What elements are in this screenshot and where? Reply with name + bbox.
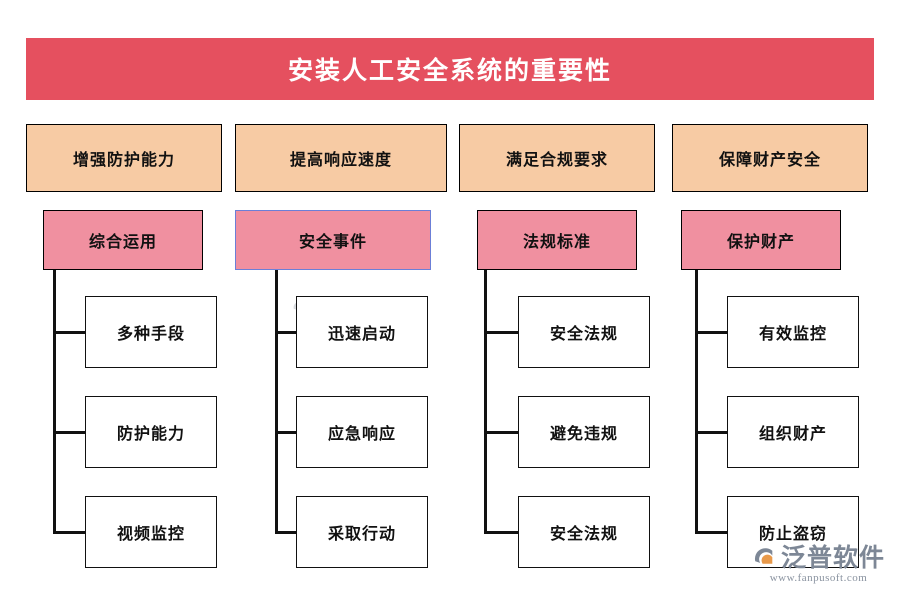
leaf-label: 避免违规 (549, 426, 618, 443)
leaf-label: 采取行动 (327, 526, 396, 543)
connector-stub (695, 431, 727, 434)
benefit-box[interactable]: 提高响应速度 (235, 124, 447, 192)
connector-stub (695, 331, 727, 334)
benefit-label: 保障财产安全 (718, 152, 821, 169)
leaf-box[interactable]: 避免违规 (518, 396, 650, 468)
leaf-label: 有效监控 (758, 326, 827, 343)
leaf-box[interactable]: 应急响应 (296, 396, 428, 468)
connector-stub (484, 431, 518, 434)
benefit-label: 满足合规要求 (505, 152, 608, 169)
leaf-label: 组织财产 (758, 426, 827, 443)
brand-name: 泛普软件 (781, 543, 886, 572)
brand-logo: 泛普软件 www.fanpusoft.com (752, 545, 885, 584)
title-banner: 安装人工安全系统的重要性 (26, 38, 874, 100)
connector-trunk (53, 270, 56, 532)
leaf-label: 视频监控 (116, 526, 185, 543)
connector-stub (53, 431, 85, 434)
leaf-label: 防护能力 (116, 426, 185, 443)
connector-stub (53, 331, 85, 334)
leaf-box[interactable]: 防止盗窃 (727, 496, 859, 568)
leaf-box[interactable]: 视频监控 (85, 496, 217, 568)
page-title: 安装人工安全系统的重要性 (287, 57, 612, 85)
connector-stub (53, 531, 85, 534)
fanpu-logo-icon (754, 548, 773, 564)
category-label: 综合运用 (88, 234, 157, 251)
connector-trunk (484, 270, 487, 532)
category-label: 法规标准 (522, 234, 591, 251)
leaf-box[interactable]: 组织财产 (727, 396, 859, 468)
category-box[interactable]: 法规标准 (477, 210, 637, 270)
connector-stub (275, 331, 296, 334)
benefit-box[interactable]: 满足合规要求 (459, 124, 655, 192)
leaf-label: 安全法规 (549, 526, 618, 543)
connector-trunk (695, 270, 698, 532)
leaf-box[interactable]: 有效监控 (727, 296, 859, 368)
leaf-box[interactable]: 多种手段 (85, 296, 217, 368)
connector-stub (484, 531, 518, 534)
benefit-label: 提高响应速度 (289, 152, 392, 169)
category-label: 保护财产 (726, 234, 795, 251)
leaf-label: 应急响应 (327, 426, 396, 443)
connector-stub (695, 531, 727, 534)
connector-stub (275, 431, 296, 434)
leaf-box[interactable]: 迅速启动 (296, 296, 428, 368)
leaf-label: 迅速启动 (327, 326, 396, 343)
leaf-label: 多种手段 (116, 326, 185, 343)
leaf-box[interactable]: 防护能力 (85, 396, 217, 468)
leaf-box[interactable]: 安全法规 (518, 496, 650, 568)
leaf-label: 安全法规 (549, 326, 618, 343)
brand-url: www.fanpusoft.com (769, 572, 868, 584)
category-label: 安全事件 (298, 234, 367, 251)
connector-stub (484, 331, 518, 334)
category-box-selected[interactable]: 安全事件 (235, 210, 431, 270)
leaf-box[interactable]: 安全法规 (518, 296, 650, 368)
connector-trunk (275, 270, 278, 532)
category-box[interactable]: 保护财产 (681, 210, 841, 270)
connector-stub (275, 531, 296, 534)
category-box[interactable]: 综合运用 (43, 210, 203, 270)
benefit-box[interactable]: 增强防护能力 (26, 124, 222, 192)
leaf-box[interactable]: 采取行动 (296, 496, 428, 568)
benefit-box[interactable]: 保障财产安全 (672, 124, 868, 192)
benefit-label: 增强防护能力 (72, 152, 175, 169)
leaf-label: 防止盗窃 (758, 526, 827, 543)
